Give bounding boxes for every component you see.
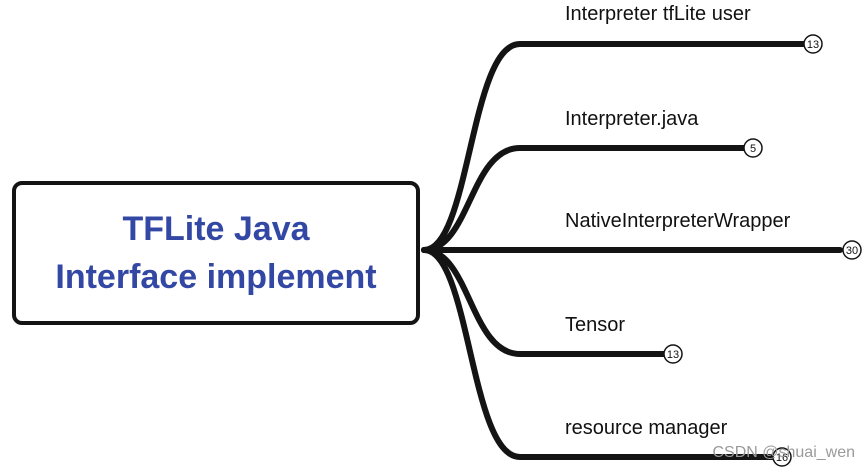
branch-connectors <box>421 41 843 460</box>
count-badge-4[interactable]: 13 <box>663 344 683 364</box>
root-title-line-1: TFLite Java <box>122 210 310 248</box>
count-badge-5-text: 16 <box>776 452 788 464</box>
count-badge-4-text: 13 <box>667 349 679 361</box>
count-badge-3[interactable]: 30 <box>842 240 862 260</box>
root-node[interactable]: TFLite Java Interface implement <box>12 181 420 325</box>
connector-branch-2 <box>421 145 748 253</box>
branch-label-native-interpreter-wrapper[interactable]: NativeInterpreterWrapper <box>565 210 791 232</box>
root-title-line-2: Interface implement <box>55 258 377 296</box>
branch-label-interpreter-tflite-user[interactable]: Interpreter tfLite user <box>565 3 751 25</box>
connector-branch-4 <box>421 247 668 357</box>
connector-branch-1 <box>421 41 809 253</box>
count-badge-1[interactable]: 13 <box>803 34 823 54</box>
count-badge-3-text: 30 <box>846 245 858 257</box>
watermark-text: CSDN @shuai_wen <box>712 444 855 461</box>
connector-branch-5 <box>421 247 778 460</box>
branch-label-tensor[interactable]: Tensor <box>565 314 626 336</box>
count-badge-2[interactable]: 5 <box>743 138 763 158</box>
count-badge-5[interactable]: 16 <box>772 447 792 467</box>
count-badge-1-text: 13 <box>807 39 819 51</box>
count-badge-2-text: 5 <box>750 143 756 155</box>
branch-label-interpreter-java[interactable]: Interpreter.java <box>565 108 699 130</box>
branch-label-resource-manager[interactable]: resource manager <box>565 417 728 439</box>
